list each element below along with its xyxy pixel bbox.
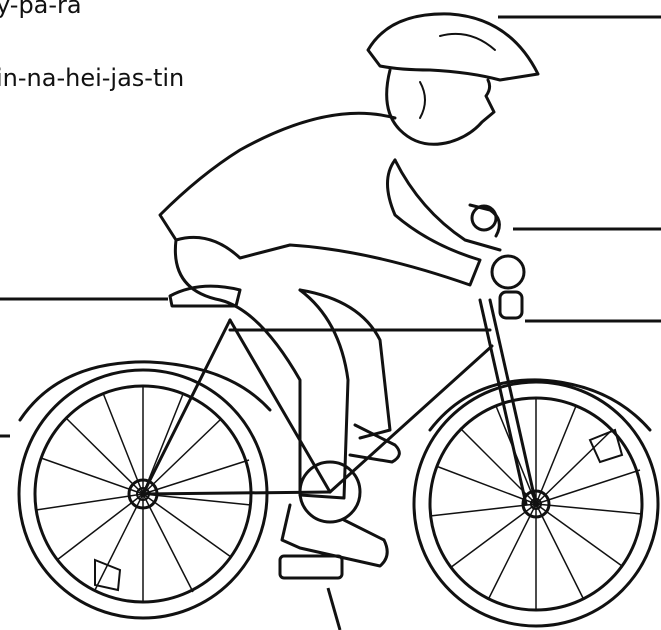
leader-line-pedal	[328, 588, 340, 630]
